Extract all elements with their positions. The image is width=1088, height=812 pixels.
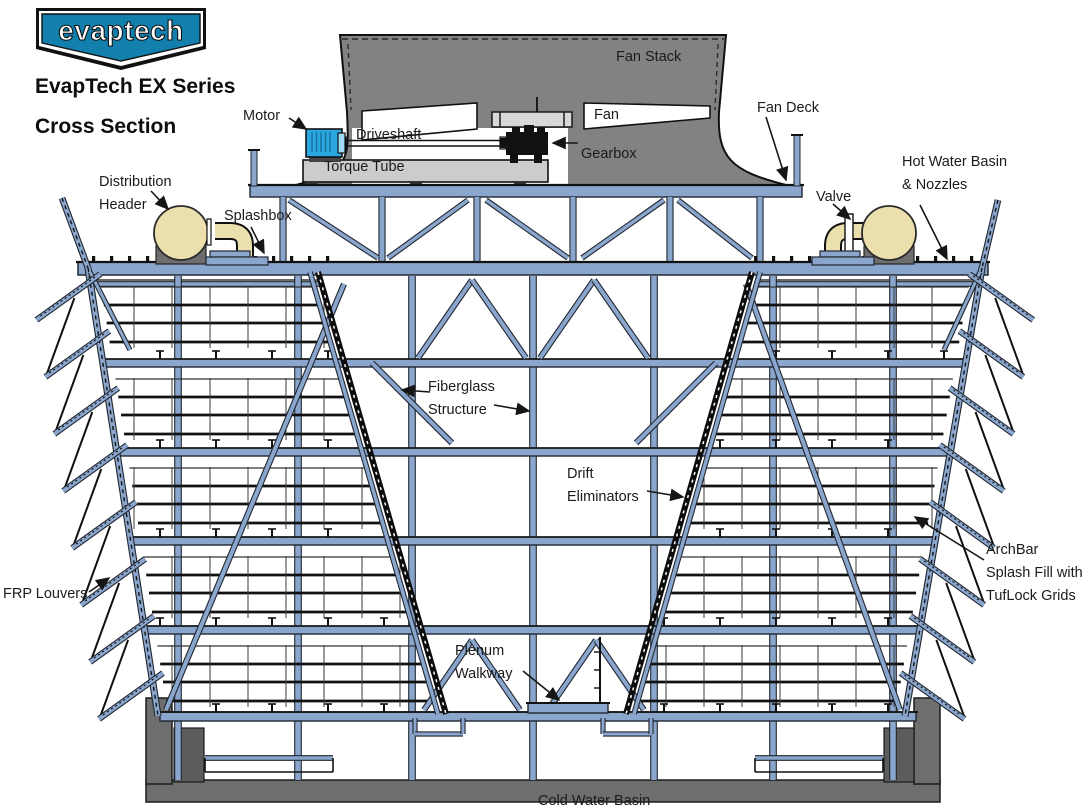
label-hot-water-basin: Hot Water Basin & Nozzles: [902, 151, 1007, 197]
label-fan: Fan: [594, 107, 619, 123]
label-fan-deck: Fan Deck: [757, 100, 820, 116]
label-drift-line2: Eliminators: [567, 489, 639, 505]
label-gearbox: Gearbox: [581, 146, 637, 162]
label-drift-eliminators: Drift Eliminators: [567, 463, 639, 509]
label-hot-water-basin-line2: & Nozzles: [902, 177, 968, 193]
label-drift-line1: Drift: [567, 466, 594, 482]
label-archbar-line1: ArchBar: [986, 542, 1039, 558]
label-driveshaft: Driveshaft: [356, 127, 422, 143]
evaptech-logo: evaptech: [36, 8, 206, 70]
label-motor: Motor: [243, 108, 281, 124]
label-archbar-line2: Splash Fill with: [986, 565, 1083, 581]
label-plenum-line2: Walkway: [455, 666, 513, 682]
label-plenum-line1: Plenum: [455, 643, 505, 659]
label-distribution-header-line2: Header: [99, 197, 147, 213]
label-fan-stack: Fan Stack: [616, 49, 682, 65]
label-distribution-header-line1: Distribution: [99, 174, 172, 190]
label-frp-louvers: FRP Louvers: [3, 586, 88, 602]
label-fiberglass-line1: Fiberglass: [428, 379, 495, 395]
logo-text: evaptech: [58, 15, 183, 46]
label-fiberglass-line2: Structure: [428, 402, 487, 418]
label-distribution-header: Distribution Header: [99, 171, 172, 217]
label-valve: Valve: [816, 189, 852, 205]
label-splashbox: Splashbox: [224, 208, 292, 224]
page-title-line1: EvapTech EX Series: [35, 75, 236, 98]
label-torque-tube: Torque Tube: [324, 159, 405, 175]
label-archbar-fill: ArchBar Splash Fill with TufLock Grids: [986, 539, 1083, 608]
label-archbar-line3: TufLock Grids: [986, 588, 1076, 604]
label-fiberglass-structure: Fiberglass Structure: [428, 376, 495, 422]
label-hot-water-basin-line1: Hot Water Basin: [902, 154, 1008, 170]
page-title-line2: Cross Section: [35, 115, 177, 138]
label-plenum-walkway: Plenum Walkway: [455, 640, 512, 686]
label-cold-water-basin: Cold Water Basin: [538, 793, 651, 809]
